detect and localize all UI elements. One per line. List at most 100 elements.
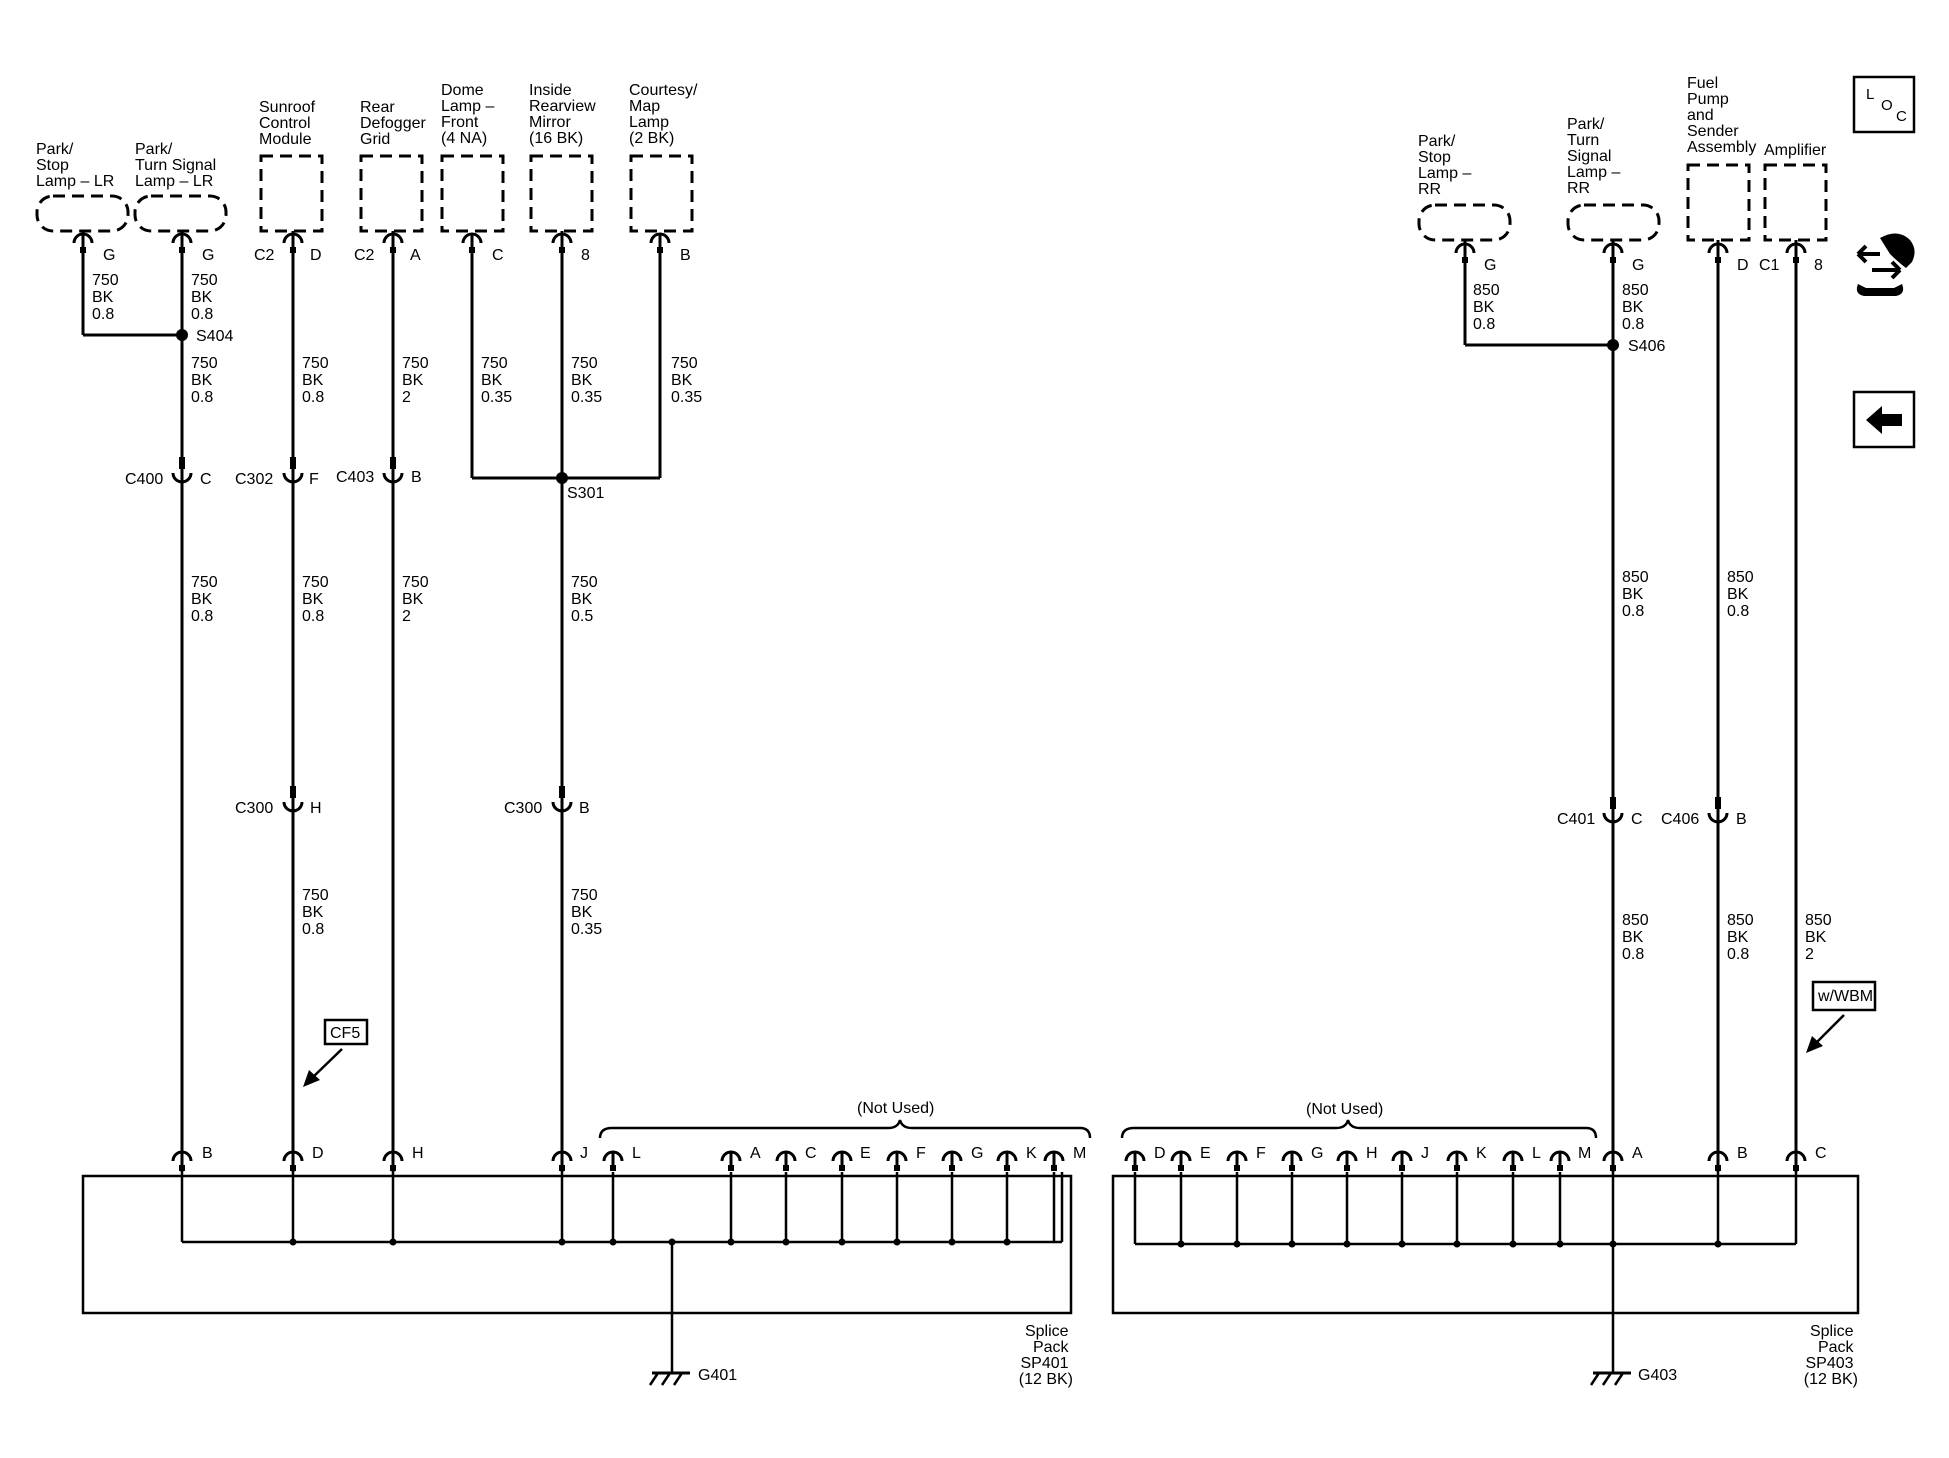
loc-letter-o: O [1881, 97, 1893, 114]
sp403-pin-e: E [1200, 1145, 1211, 1162]
label-rear-defogger-grid: Rear Defogger Grid [360, 99, 430, 148]
splice-s404-dot [176, 329, 188, 341]
connector-repair-icon[interactable] [1856, 233, 1915, 296]
sp403-pin-h: H [1366, 1145, 1378, 1162]
conn-c403: C403 [336, 469, 374, 486]
sp403-pin-d: D [1154, 1145, 1166, 1162]
pin-g-park-turn-rr: G [1632, 257, 1644, 274]
label-park-turn-lamp-rr: Park/ Turn Signal Lamp – RR [1567, 116, 1625, 197]
arrowhead-cf5 [303, 1070, 320, 1087]
ground-g401-label: G401 [698, 1367, 737, 1384]
pin-8-amplifier: 8 [1814, 257, 1823, 274]
label-fuel-pump-sender: Fuel Pump and Sender Assembly [1687, 75, 1756, 156]
label-park-stop-lamp-lr: Park/ Stop Lamp – LR [36, 141, 114, 190]
back-arrow-icon [1866, 406, 1902, 434]
loc-letter-l: L [1866, 86, 1874, 103]
pin-c-dome: C [492, 247, 504, 264]
conn-c401-pin: C [1631, 811, 1643, 828]
conn-c2-defogger: C2 [354, 247, 375, 264]
splice-s406-label: S406 [1628, 338, 1665, 355]
component-sunroof-control-module [259, 154, 324, 233]
sp403-pin-j: J [1421, 1145, 1429, 1162]
conn-c302-pin: F [309, 471, 319, 488]
conn-c300-b: C300 [504, 800, 542, 817]
wires-right [1463, 240, 1798, 1172]
label-park-turn-lamp-lr: Park/ Turn Signal Lamp – LR [135, 141, 221, 190]
component-jacks-right [1454, 242, 1807, 265]
sp401-pin-a: A [750, 1145, 761, 1162]
splice-pack-sp401 [81, 1174, 1073, 1315]
label-not-used-left: (Not Used) [857, 1100, 934, 1117]
tag-cf5-box [323, 1018, 369, 1046]
sp403-pin-b: B [1737, 1145, 1748, 1162]
tag-wbm-box [1811, 980, 1877, 1012]
label-amplifier: Amplifier [1764, 142, 1827, 159]
sp401-pin-c: C [805, 1145, 817, 1162]
conn-c401: C401 [1557, 811, 1595, 828]
sp403-pin-l: L [1532, 1145, 1541, 1162]
component-fuel-pump-sender [1686, 163, 1751, 242]
conn-c300-h: C300 [235, 800, 273, 817]
splice-s404-label: S404 [196, 328, 233, 345]
ground-g401-symbol [648, 1371, 692, 1387]
sp403-internal-bus [1133, 1172, 1798, 1373]
arrow-wbm [1814, 1014, 1845, 1045]
pin-g-park-stop-rr: G [1484, 257, 1496, 274]
sp401-pin-b: B [202, 1145, 213, 1162]
sp401-pin-f: F [916, 1145, 926, 1162]
label-not-used-right: (Not Used) [1306, 1101, 1383, 1118]
conn-c400: C400 [125, 471, 163, 488]
pin-8-mirror: 8 [581, 247, 590, 264]
label-inside-rearview-mirror: Inside Rearview Mirror (16 BK) [529, 82, 600, 147]
sp403-pin-m: M [1578, 1145, 1591, 1162]
conn-c403-pin: B [411, 469, 422, 486]
loc-button[interactable]: L O C [1852, 75, 1916, 134]
tag-cf5: CF5 [330, 1025, 360, 1042]
label-splice-pack-sp401: Splice Pack SP401 (12 BK) [1019, 1323, 1073, 1388]
arrowhead-wbm [1806, 1036, 1823, 1053]
sp403-pin-c: C [1815, 1145, 1827, 1162]
component-park-stop-lamp-lr [35, 194, 130, 233]
sp401-pin-k: K [1026, 1145, 1037, 1162]
label-dome-lamp-front: Dome Lamp – Front (4 NA) [441, 82, 499, 147]
pin-a-defogger: A [410, 247, 421, 264]
splice-s406-dot [1607, 339, 1619, 351]
sp403-pin-k: K [1476, 1145, 1487, 1162]
label-park-stop-lamp-rr: Park/ Stop Lamp – RR [1418, 133, 1476, 198]
conn-c2-sunroof: C2 [254, 247, 275, 264]
back-arrow-button[interactable] [1852, 390, 1916, 449]
pin-d-sunroof: D [310, 247, 322, 264]
ground-g403-symbol [1589, 1371, 1633, 1387]
sp401-internal-bus [180, 1172, 1064, 1373]
pin-g-park-stop-lr: G [103, 247, 115, 264]
bracket-not-used-left [598, 1119, 1092, 1139]
conn-c406: C406 [1661, 811, 1699, 828]
sp401-pin-m: M [1073, 1145, 1086, 1162]
label-courtesy-map-lamp: Courtesy/ Map Lamp (2 BK) [629, 82, 702, 147]
label-splice-pack-sp403: Splice Pack SP403 (12 BK) [1804, 1323, 1858, 1388]
sp401-pin-j: J [580, 1145, 588, 1162]
sp403-pin-a: A [1632, 1145, 1643, 1162]
loc-letter-c: C [1896, 108, 1907, 125]
splice-s301-dot [556, 472, 568, 484]
sp401-pin-d: D [312, 1145, 324, 1162]
splice-pack-sp403 [1111, 1174, 1860, 1315]
component-amplifier [1763, 163, 1828, 242]
label-sunroof-control-module: Sunroof Control Module [259, 99, 320, 148]
component-park-stop-lamp-rr [1417, 203, 1512, 242]
